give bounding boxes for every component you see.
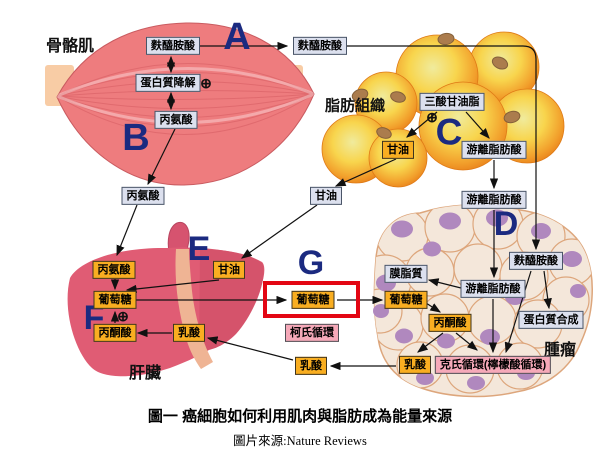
highlight-box-g: [263, 281, 360, 318]
step-letter-d: D: [493, 205, 519, 243]
node-alanine-blood: 丙氨酸: [121, 186, 165, 206]
node-glycerol-adipose: 甘油: [382, 140, 414, 160]
stimulation-symbol-muscle: ⊕: [200, 75, 212, 91]
node-glycerol-liver: 甘油: [213, 260, 245, 280]
node-ffa-blood: 游離脂肪酸: [461, 190, 527, 210]
label-skeletal-muscle: 骨骼肌: [45, 38, 95, 55]
figure-caption-title: 圖一 癌細胞如何利用肌肉與脂肪成為能量來源: [147, 408, 453, 425]
arrows-layer: [110, 41, 552, 371]
node-glycerol-blood: 甘油: [310, 186, 342, 206]
step-letter-e: E: [187, 230, 211, 268]
label-liver: 肝臟: [128, 365, 162, 382]
node-alanine-liver: 丙氨酸: [92, 260, 136, 280]
stimulation-symbol-liver: ⊕: [117, 308, 129, 324]
node-lactate-tumor: 乳酸: [399, 355, 431, 375]
step-letter-c: C: [435, 111, 463, 153]
node-pyruvate-liver: 丙酮酸: [93, 323, 137, 343]
node-lactate-blood: 乳酸: [295, 356, 327, 376]
node-protein-synthesis: 蛋白質合成: [518, 310, 584, 330]
node-protein-degradation: 蛋白質降解: [135, 73, 201, 93]
step-letter-b: B: [122, 117, 150, 159]
node-glutamine-muscle: 麩醯胺酸: [146, 36, 200, 56]
adipose-nuclei: [351, 32, 521, 139]
node-glucose-blood: 葡萄糖: [291, 290, 335, 310]
stimulation-symbol-adipose: ⊕: [426, 109, 438, 125]
step-letter-g: G: [297, 244, 325, 282]
label-adipose-tissue: 脂肪組織: [324, 97, 386, 115]
node-ffa-adipose: 游離脂肪酸: [461, 140, 527, 160]
label-tumor: 腫瘤: [543, 342, 577, 359]
node-cori-cycle: 柯氏循環: [285, 323, 339, 343]
node-glucose-tumor: 葡萄糖: [384, 290, 428, 310]
node-lactate-liver: 乳酸: [173, 323, 205, 343]
node-pyruvate-tumor: 丙酮酸: [428, 313, 472, 333]
step-letter-a: A: [223, 16, 251, 58]
node-alanine-muscle: 丙氨酸: [154, 110, 198, 130]
node-glucose-liver: 葡萄糖: [93, 290, 137, 310]
figure-caption-source: 圖片來源:Nature Reviews: [233, 434, 367, 448]
node-membrane-lipid: 膜脂質: [384, 264, 428, 284]
node-triglyceride: 三酸甘油脂: [419, 92, 485, 112]
node-krebs-cycle: 克氏循環(檸檬酸循環): [434, 355, 552, 375]
node-glutamine-tumor: 麩醯胺酸: [509, 251, 563, 271]
node-ffa-tumor: 游離脂肪酸: [460, 279, 526, 299]
node-glutamine-blood: 麩醯胺酸: [293, 36, 347, 56]
